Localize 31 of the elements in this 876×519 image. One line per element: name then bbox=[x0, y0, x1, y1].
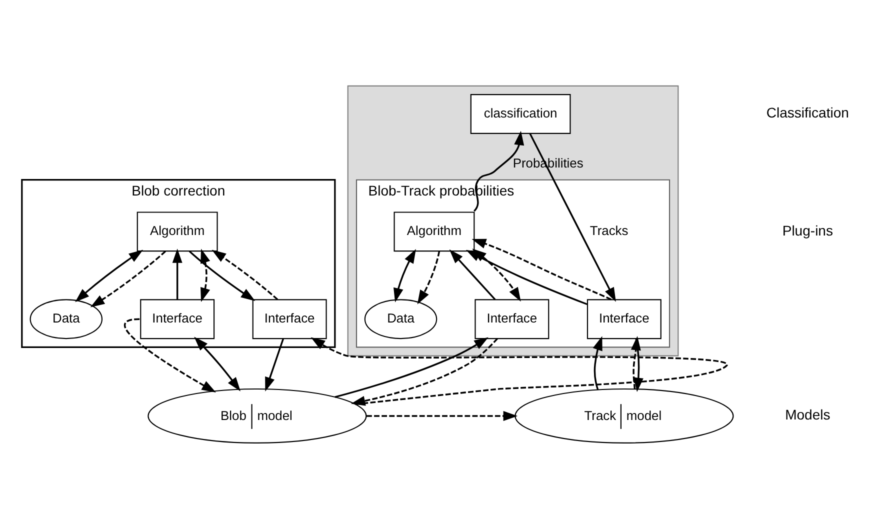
node-box: classification bbox=[470, 94, 571, 134]
arrow bbox=[188, 250, 256, 300]
arrow bbox=[529, 132, 616, 302]
arrow bbox=[200, 248, 210, 302]
arrow bbox=[334, 336, 488, 398]
node-ellipse: Data bbox=[364, 298, 438, 339]
edge-label: Tracks bbox=[590, 222, 628, 238]
arrow bbox=[90, 250, 166, 307]
label: Models bbox=[785, 406, 830, 422]
label: Classification bbox=[766, 104, 849, 120]
node-box: Interface bbox=[252, 298, 327, 339]
arrow bbox=[592, 336, 602, 390]
node-box: Interface bbox=[474, 298, 550, 339]
node-box: Algorithm bbox=[394, 211, 475, 252]
arrow bbox=[630, 335, 641, 389]
node-box: Interface bbox=[140, 298, 215, 339]
arrow bbox=[172, 248, 182, 300]
arrow bbox=[194, 336, 241, 391]
arrow bbox=[417, 250, 440, 304]
node-ellipse: Track model bbox=[514, 388, 734, 443]
arrow bbox=[394, 248, 416, 302]
arrow bbox=[212, 249, 278, 300]
arrow bbox=[366, 410, 518, 420]
arrow bbox=[75, 249, 144, 302]
arrow bbox=[124, 318, 216, 392]
cluster bbox=[347, 84, 679, 356]
node-box: Algorithm bbox=[136, 211, 218, 252]
node-ellipse: Data bbox=[30, 298, 103, 339]
node-box: Interface bbox=[586, 298, 662, 339]
label: Plug-ins bbox=[782, 222, 834, 238]
arrow bbox=[265, 338, 284, 392]
